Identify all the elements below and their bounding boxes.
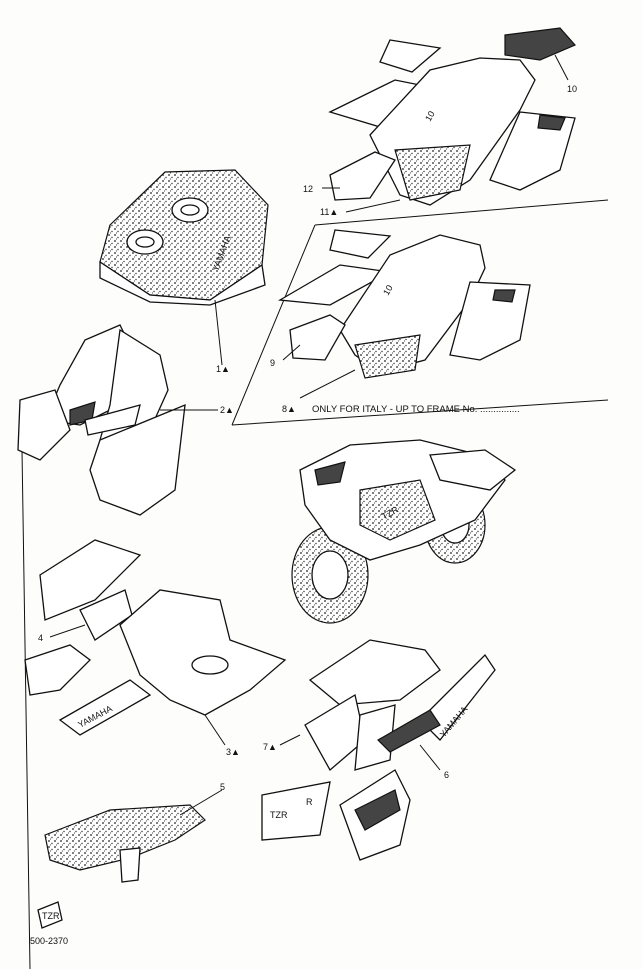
callout-8: 8▲ <box>282 404 296 414</box>
svg-text:TZR: TZR <box>42 911 60 921</box>
svg-text:10: 10 <box>381 283 395 297</box>
callout-5: 5 <box>220 782 225 792</box>
italy-note: ONLY FOR ITALY - UP TO FRAME No. .......… <box>312 404 520 415</box>
callout-3: 3▲ <box>226 747 240 757</box>
front-fender-part <box>44 789 223 883</box>
callout-9: 9 <box>270 358 275 368</box>
callout-7: 7▲ <box>263 742 277 752</box>
yamaha-logo-stamp: TZR <box>37 901 63 929</box>
drawing-code: 500-2370 <box>30 936 68 946</box>
callout-4: 4 <box>38 633 43 643</box>
side-badge-sub: R <box>306 797 313 807</box>
seat-cowl-part: YAMAHA <box>99 169 269 366</box>
lower-fairing-decal-set: YAMAHA <box>24 539 287 746</box>
callout-12: 12 <box>303 184 313 194</box>
italy-version-box: 10 <box>231 199 609 426</box>
callout-2: 2▲ <box>220 405 234 415</box>
svg-text:10: 10 <box>423 109 437 123</box>
upper-fairing-decal-set: 10 <box>322 27 576 213</box>
margin-line <box>21 449 31 969</box>
callout-10: 10 <box>567 84 577 94</box>
callout-11: 11▲ <box>320 207 338 217</box>
side-badge-decal: TZR <box>270 810 288 820</box>
rear-cowl-decal-set: YAMAHA TZR R <box>261 639 496 861</box>
callout-1: 1▲ <box>216 364 230 374</box>
front-fairing-part <box>17 324 218 516</box>
callout-6: 6 <box>444 770 449 780</box>
motorcycle-overview: TZR <box>291 439 517 624</box>
